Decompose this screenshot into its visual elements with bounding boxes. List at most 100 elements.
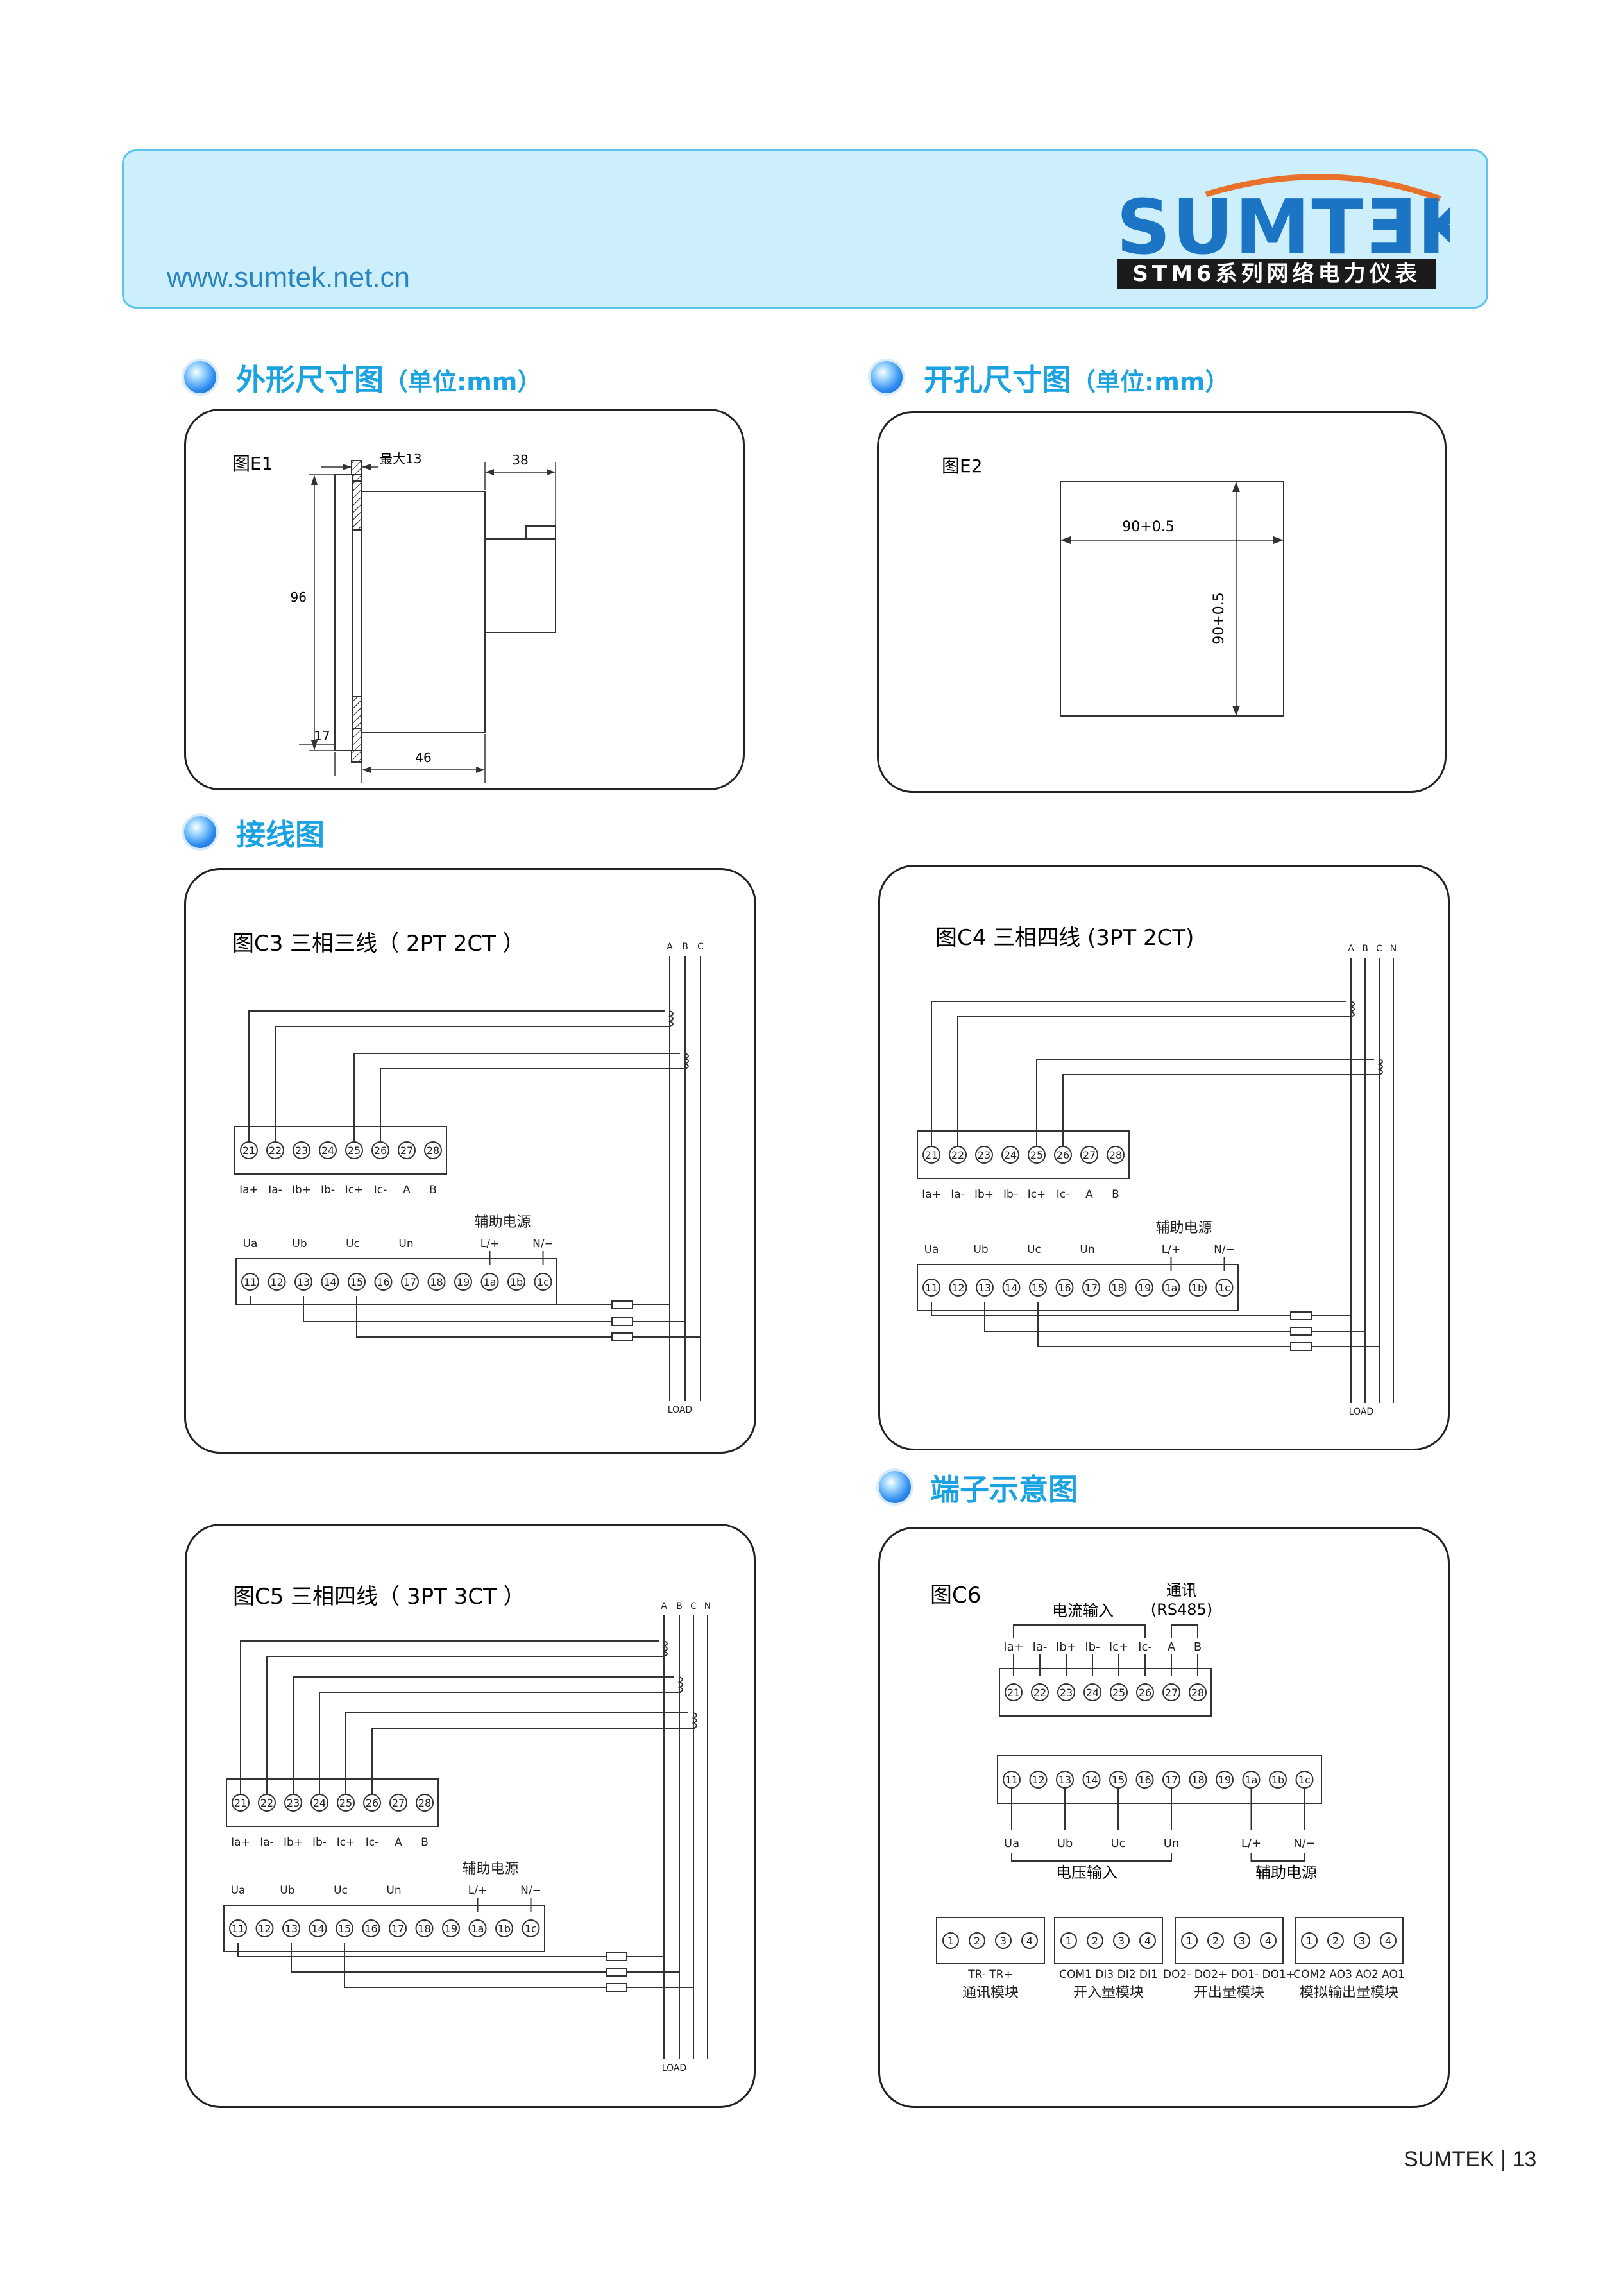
terminal-number: 16 — [377, 1276, 389, 1288]
module-pin-4 — [1260, 1932, 1277, 1949]
website-link[interactable]: www.sumtek.net.cn — [167, 262, 411, 293]
terminal-number: 28 — [418, 1797, 431, 1809]
terminal-16 — [374, 1273, 393, 1291]
module-pin-4 — [1021, 1932, 1038, 1949]
section-bullet-icon — [184, 361, 216, 393]
cutout-square — [1060, 481, 1284, 717]
footer-page-number: 13 — [1512, 2147, 1537, 2172]
ct-wire — [371, 1728, 695, 1794]
current-terminal-label: B — [1112, 1188, 1119, 1201]
terminal-number: 27 — [1083, 1149, 1096, 1161]
terminal-1a — [480, 1273, 499, 1291]
terminal-28 — [416, 1794, 434, 1812]
terminal-number: 1b — [510, 1276, 523, 1288]
phase-line-label-N: N — [1390, 944, 1397, 954]
terminal-number: 25 — [1112, 1687, 1125, 1699]
terminal-17 — [401, 1273, 419, 1291]
terminal-19 — [454, 1273, 472, 1291]
terminal-number: 1c — [525, 1923, 537, 1935]
current-terminal-label: B — [421, 1836, 429, 1849]
aux-power-n: N/− — [532, 1237, 554, 1250]
section-title-text: 开孔尺寸图 — [924, 362, 1071, 397]
terminal-number: 14 — [311, 1923, 324, 1935]
module-pin-number: 3 — [1118, 1935, 1125, 1947]
module-pin-number: 2 — [1212, 1935, 1219, 1947]
dim-h-label: 90+0.5 — [1122, 519, 1174, 535]
module-pin-2 — [969, 1932, 985, 1949]
terminal-11 — [229, 1919, 247, 1937]
phase-line-label-B: B — [682, 942, 688, 952]
ct-wire — [380, 1068, 686, 1142]
ct-wire — [1062, 1074, 1380, 1146]
ct-wire — [1036, 1059, 1374, 1146]
current-terminal-label: Ib+ — [1056, 1640, 1076, 1654]
terminal-number: 22 — [269, 1144, 282, 1157]
terminal-1b — [507, 1273, 525, 1291]
voltage-wire — [291, 1943, 679, 1973]
figure-label: 图C5 三相四线（ 3PT 3CT ） — [233, 1584, 525, 1610]
terminal-1b — [495, 1919, 513, 1937]
current-terminal-label: Ic+ — [1109, 1640, 1128, 1654]
current-terminal-label: Ib+ — [284, 1836, 303, 1849]
module-pin-number: 4 — [1265, 1935, 1271, 1947]
current-terminal-label: Ic- — [374, 1184, 387, 1196]
voltage-label-uc: Uc — [346, 1237, 360, 1250]
terminal-number: 24 — [321, 1144, 334, 1157]
terminal-16 — [1055, 1279, 1074, 1297]
logo-swoosh — [1205, 174, 1441, 202]
terminal-number: 1a — [471, 1923, 484, 1935]
terminal-number: 15 — [1112, 1774, 1125, 1786]
module-pin-labels: COM1 DI3 DI2 DI1 — [1059, 1968, 1158, 1981]
ct-coil-icon — [683, 1053, 689, 1069]
terminal-number: 18 — [430, 1276, 443, 1288]
terminal-1c — [522, 1919, 540, 1937]
terminal-number: 14 — [1085, 1774, 1098, 1786]
voltage-wire — [931, 1302, 1351, 1316]
voltage-terminal-label: Ub — [1057, 1837, 1073, 1850]
module-pin-number: 1 — [1306, 1935, 1312, 1947]
terminal-number: 13 — [1058, 1774, 1071, 1786]
terminal-19 — [1216, 1771, 1234, 1789]
meter-body — [361, 491, 486, 733]
voltage-label-ua: Ua — [924, 1243, 939, 1256]
module-pin-number: 4 — [1026, 1935, 1033, 1947]
terminal-number: 1a — [1245, 1774, 1258, 1786]
voltage-terminal-label: Un — [1164, 1837, 1180, 1850]
terminal-number: 18 — [418, 1923, 430, 1935]
terminal-number: 1c — [537, 1276, 549, 1288]
module-pin-4 — [1139, 1932, 1156, 1949]
current-terminal-label: A — [403, 1184, 411, 1196]
terminal-23 — [1057, 1683, 1075, 1701]
section-title-terminal: 端子示意图 — [930, 1472, 1078, 1507]
terminal-28 — [1107, 1146, 1125, 1164]
load-label: LOAD — [668, 1405, 692, 1415]
current-terminal-label: B — [429, 1184, 437, 1196]
current-terminal-label: Ic- — [1057, 1188, 1070, 1201]
figure-label: 图E1 — [232, 453, 273, 474]
terminal-11 — [241, 1273, 259, 1291]
terminal-number: 16 — [364, 1923, 377, 1935]
module-name: 开出量模块 — [1194, 1985, 1264, 2001]
module-pin-2 — [1207, 1932, 1224, 1949]
phase-line-label-A: A — [667, 942, 673, 952]
voltage-terminal-block — [235, 1258, 557, 1305]
module-name: 通讯模块 — [962, 1985, 1019, 2001]
voltage-input-bracket — [1011, 1853, 1172, 1862]
terminal-number: 21 — [925, 1149, 938, 1161]
section-title-wiring: 接线图 — [236, 817, 325, 852]
ct-wire — [319, 1692, 681, 1794]
voltage-wire — [356, 1296, 701, 1338]
module-pin-number: 2 — [1332, 1935, 1339, 1947]
terminal-number: 27 — [392, 1797, 405, 1809]
phase-line-label-C: C — [1376, 944, 1382, 954]
terminal-number: 21 — [234, 1797, 247, 1809]
current-input-label: 电流输入 — [1052, 1602, 1114, 1620]
product-tagline: STM6系列网络电力仪表 — [1117, 259, 1436, 289]
terminal-number: 19 — [1218, 1774, 1231, 1786]
terminal-14 — [321, 1273, 339, 1291]
terminal-number: 26 — [1057, 1149, 1069, 1161]
section-unit: （单位:mm） — [384, 368, 542, 396]
